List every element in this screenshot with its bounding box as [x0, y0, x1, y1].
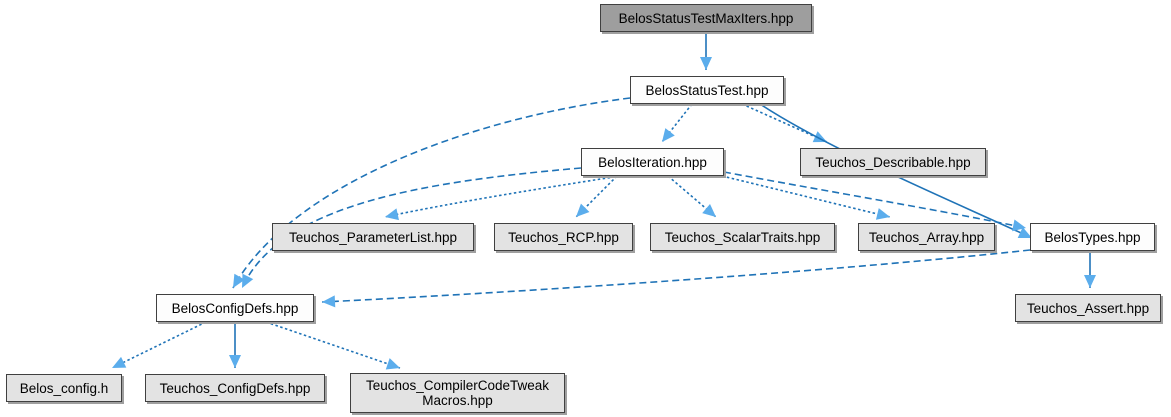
graph-node-teuchos-configdefs-hpp[interactable]: Teuchos_ConfigDefs.hpp	[145, 374, 325, 402]
arrowhead-n0-to-n1	[700, 57, 712, 70]
arrowhead-n2-to-n7	[875, 208, 890, 220]
graph-node-teuchos-compilercodetweakmacros-hpp[interactable]: Teuchos_CompilerCodeTweak Macros.hpp	[350, 373, 565, 413]
arrowhead-n9-to-n13	[385, 358, 400, 370]
graph-node-belostypes-hpp[interactable]: BelosTypes.hpp	[1030, 223, 1155, 251]
graph-node-teuchos-array-hpp[interactable]: Teuchos_Array.hpp	[858, 223, 995, 251]
graph-node-teuchos-scalartraits-hpp[interactable]: Teuchos_ScalarTraits.hpp	[650, 223, 835, 251]
arrowhead-n8-to-n10	[1084, 275, 1096, 288]
edge-n2-to-n8	[723, 171, 1027, 229]
arrowhead-n9-to-n11	[112, 356, 127, 368]
graph-node-teuchos-rcp-hpp[interactable]: Teuchos_RCP.hpp	[494, 223, 633, 251]
edge-n9-to-n13	[265, 321, 401, 369]
arrowhead-n2-to-n6	[702, 203, 716, 217]
edge-n1-to-n3	[741, 103, 828, 143]
edge-n1-to-n9	[232, 97, 631, 289]
edge-n9-to-n11	[111, 321, 207, 369]
graph-node-belosstatustestmaxiters-hpp[interactable]: BelosStatusTestMaxIters.hpp	[600, 4, 812, 32]
arrowhead-n1-to-n2	[662, 128, 675, 142]
edge-n2-to-n4	[384, 175, 621, 218]
arrowhead-n1-to-n9	[233, 273, 245, 288]
graph-node-teuchos-parameterlist-hpp[interactable]: Teuchos_ParameterList.hpp	[272, 223, 474, 251]
arrowhead-n8-to-n9	[322, 295, 336, 308]
arrowhead-n9-to-n12	[229, 355, 241, 368]
arrowhead-n2-to-n8	[1012, 219, 1026, 232]
arrowhead-n2-to-n4	[385, 208, 399, 221]
arrowhead-n1-to-n8	[1017, 227, 1032, 239]
arrowhead-n1-to-n3	[812, 131, 827, 143]
arrowhead-n2-to-n9	[242, 273, 254, 288]
edge-n8-to-n9	[321, 249, 1031, 303]
edge-n2-to-n7	[721, 175, 891, 218]
edge-n2-to-n9	[241, 167, 582, 289]
graph-node-belos-config-h[interactable]: Belos_config.h	[6, 374, 122, 402]
graph-node-belositeration-hpp[interactable]: BelosIteration.hpp	[581, 148, 724, 176]
graph-node-teuchos-describable-hpp[interactable]: Teuchos_Describable.hpp	[800, 148, 986, 176]
graph-node-belosstatustest-hpp[interactable]: BelosStatusTest.hpp	[630, 76, 784, 104]
edge-n2-to-n6	[667, 175, 717, 218]
arrowhead-n2-to-n5	[576, 203, 590, 217]
graph-node-teuchos-assert-hpp[interactable]: Teuchos_Assert.hpp	[1015, 294, 1161, 322]
graph-node-belosconfigdefs-hpp[interactable]: BelosConfigDefs.hpp	[156, 294, 314, 322]
